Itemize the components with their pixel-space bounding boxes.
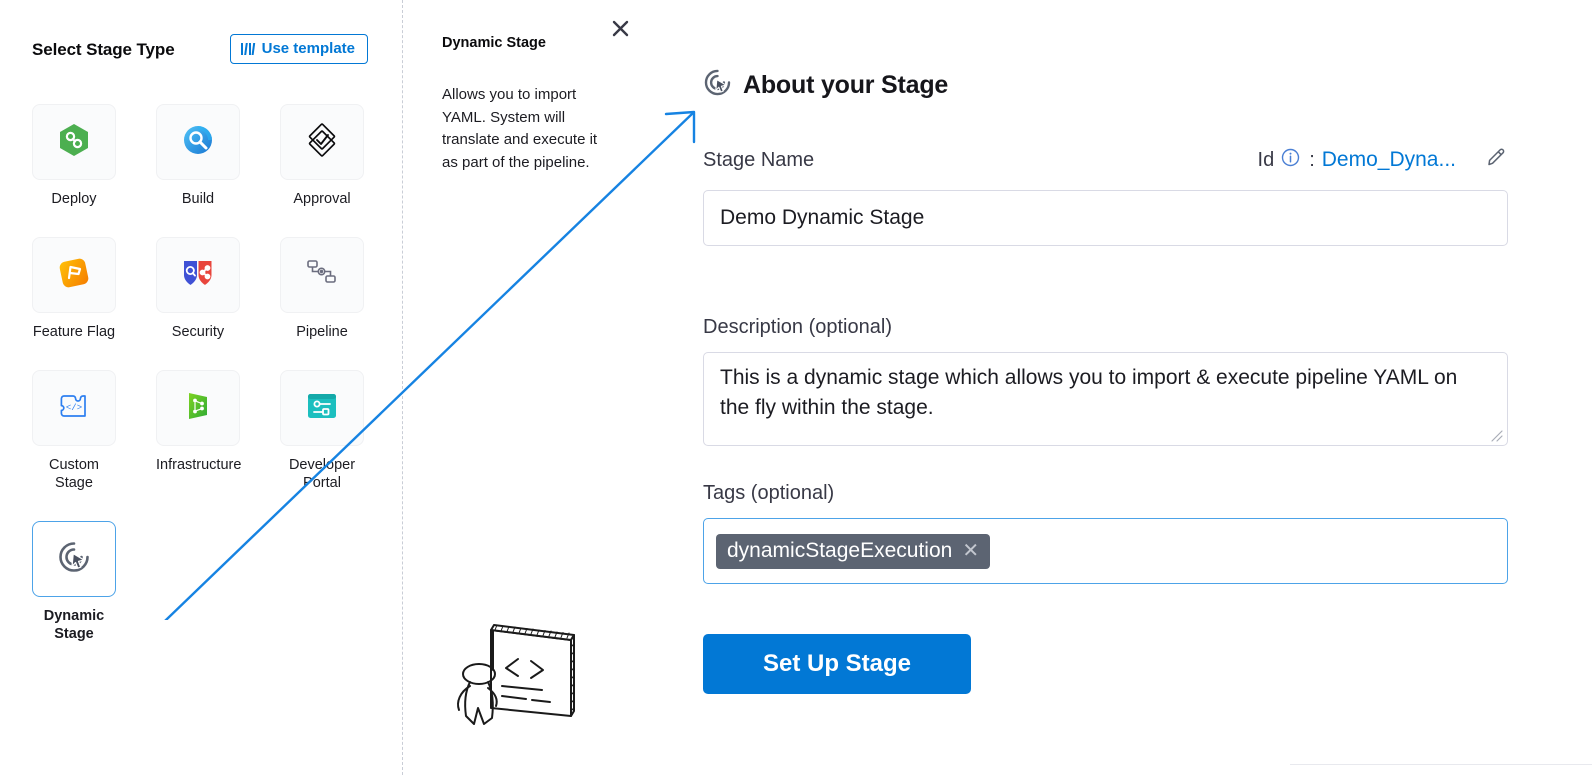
stage-cell-infrastructure: Infrastructure [156,370,242,492]
stage-tile-infrastructure[interactable] [156,370,240,446]
infrastructure-icon [183,390,213,427]
person-presenting-code-board-illustration [446,608,606,728]
stage-tile-custom-stage[interactable]: </> [32,370,116,446]
id-label: Id [1257,148,1275,171]
info-icon[interactable] [1281,148,1300,172]
stage-label-feature-flag: Feature Flag [32,324,116,340]
template-bars-icon [240,42,256,56]
about-title: About your Stage [743,70,949,99]
feature-flag-icon [58,257,90,294]
stage-label-pipeline: Pipeline [296,324,348,340]
developer-portal-icon [306,391,338,426]
stage-cell-build: Build [156,104,240,208]
close-icon[interactable] [607,15,633,41]
stage-id-value[interactable]: Demo_Dyna... [1321,148,1456,171]
set-up-stage-button[interactable]: Set Up Stage [703,634,971,694]
stage-cell-dynamic-stage: Dynamic Stage [32,521,116,643]
custom-stage-icon: </> [58,391,90,426]
stage-type-grid: Deploy [32,104,372,643]
tag-remove-icon[interactable]: ✕ [962,539,980,562]
stage-label-security: Security [171,324,225,340]
stage-tile-dynamic-stage[interactable] [32,521,116,597]
stage-label-developer-portal: Developer Portal [288,457,356,491]
stage-label-dynamic-stage: Dynamic Stage [43,608,105,642]
stage-cell-security: Security [156,237,240,341]
description-textarea[interactable] [703,352,1508,446]
stage-label-deploy: Deploy [51,191,97,207]
tags-label: Tags (optional) [703,482,835,504]
stage-name-input[interactable] [703,190,1508,246]
select-stage-type-panel: Select Stage Type Use template [0,0,402,775]
stage-tile-developer-portal[interactable] [280,370,364,446]
stage-cell-feature-flag: Feature Flag [32,237,116,341]
stage-name-label-row: Stage Name Id : Demo_Dyna... [703,146,1508,174]
stage-tile-pipeline[interactable] [280,237,364,313]
stage-id-group: Id : Demo_Dyna... [1258,146,1508,174]
svg-text:</>: </> [66,403,82,413]
security-icon [180,257,216,294]
approval-icon [305,122,339,162]
bottom-divider [1290,764,1592,765]
stage-info-title: Dynamic Stage [442,35,546,51]
about-header: About your Stage [703,68,948,102]
stage-tile-security[interactable] [156,237,240,313]
stage-name-label: Stage Name [703,148,815,171]
tag-chip: dynamicStageExecution ✕ [716,533,991,569]
stage-cell-developer-portal: Developer Portal [280,370,364,492]
id-separator: : [1309,148,1315,171]
dynamic-stage-icon [57,540,91,579]
stage-cell-approval: Approval [280,104,364,208]
dynamic-stage-icon [703,68,732,102]
page-title: Select Stage Type [32,40,175,59]
stage-cell-custom-stage: </> Custom Stage [32,370,116,492]
left-panel-header: Select Stage Type Use template [32,34,370,66]
stage-cell-pipeline: Pipeline [280,237,364,341]
tag-chip-label: dynamicStageExecution [727,538,953,562]
deploy-icon [58,123,90,162]
stage-label-custom-stage: Custom Stage [49,457,99,491]
stage-tile-approval[interactable] [280,104,364,180]
build-icon [182,124,214,161]
stage-tile-feature-flag[interactable] [32,237,116,313]
about-your-stage-panel: About your Stage Stage Name Id : Demo_Dy… [640,0,1592,775]
tags-input[interactable]: dynamicStageExecution ✕ [703,518,1508,584]
stage-label-approval: Approval [293,191,351,207]
pipeline-icon [306,258,338,293]
stage-tile-deploy[interactable] [32,104,116,180]
stage-cell-deploy: Deploy [32,104,116,208]
description-label: Description (optional) [703,316,892,338]
use-template-button[interactable]: Use template [229,34,368,64]
stage-tile-build[interactable] [156,104,240,180]
stage-label-build: Build [181,191,215,207]
stage-label-infrastructure: Infrastructure [156,457,242,473]
stage-info-panel: Dynamic Stage Allows you to import YAML.… [402,0,640,775]
use-template-label: Use template [261,40,355,57]
stage-info-description: Allows you to import YAML. System will t… [442,86,598,171]
pencil-edit-icon[interactable] [1485,146,1508,174]
